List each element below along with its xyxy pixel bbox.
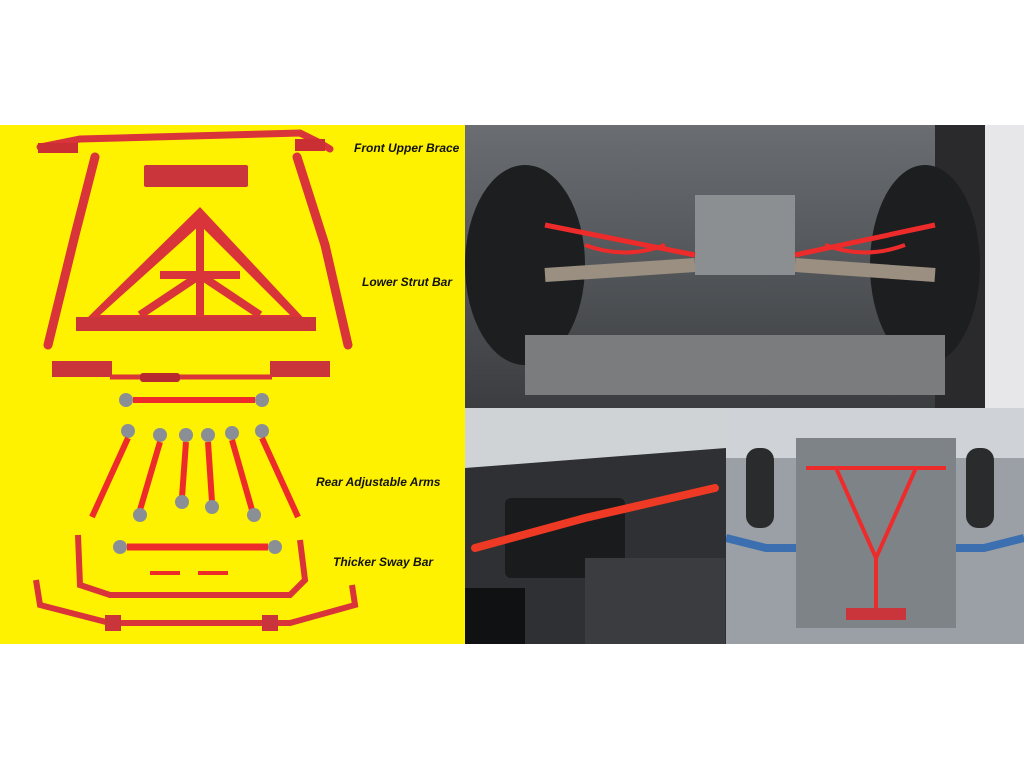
- thicker-sway-bar-label: Thicker Sway Bar: [333, 555, 434, 569]
- rear-subframe-photo: [465, 125, 1024, 408]
- long-adjustable-arm-part: [119, 393, 269, 407]
- lower-strut-bar-label: Lower Strut Bar: [362, 275, 453, 289]
- front-upper-brace-part: [36, 129, 334, 153]
- horizontal-adjustable-arm-part: [113, 540, 282, 554]
- underbody-photo: [726, 408, 1024, 644]
- rear-adjustable-arms-label: Rear Adjustable Arms: [316, 475, 441, 489]
- left-strut-part: [43, 152, 100, 350]
- mounting-plate-part: [144, 165, 248, 187]
- front-upper-brace-label: Front Upper Brace: [354, 141, 460, 155]
- right-strut-part: [292, 152, 353, 350]
- product-collage: Front Upper Brace Lower Strut Bar Rear A…: [0, 125, 1024, 644]
- engine-bay-photo: [465, 408, 726, 644]
- rear-adjustable-arms-group: [89, 424, 301, 522]
- lower-strut-bar-part: [76, 207, 316, 331]
- parts-kit-panel: Front Upper Brace Lower Strut Bar Rear A…: [0, 125, 465, 644]
- parts-kit-illustration: [33, 129, 359, 631]
- lower-strut-rod-part: [52, 361, 330, 382]
- thicker-sway-bar-part: [33, 534, 359, 631]
